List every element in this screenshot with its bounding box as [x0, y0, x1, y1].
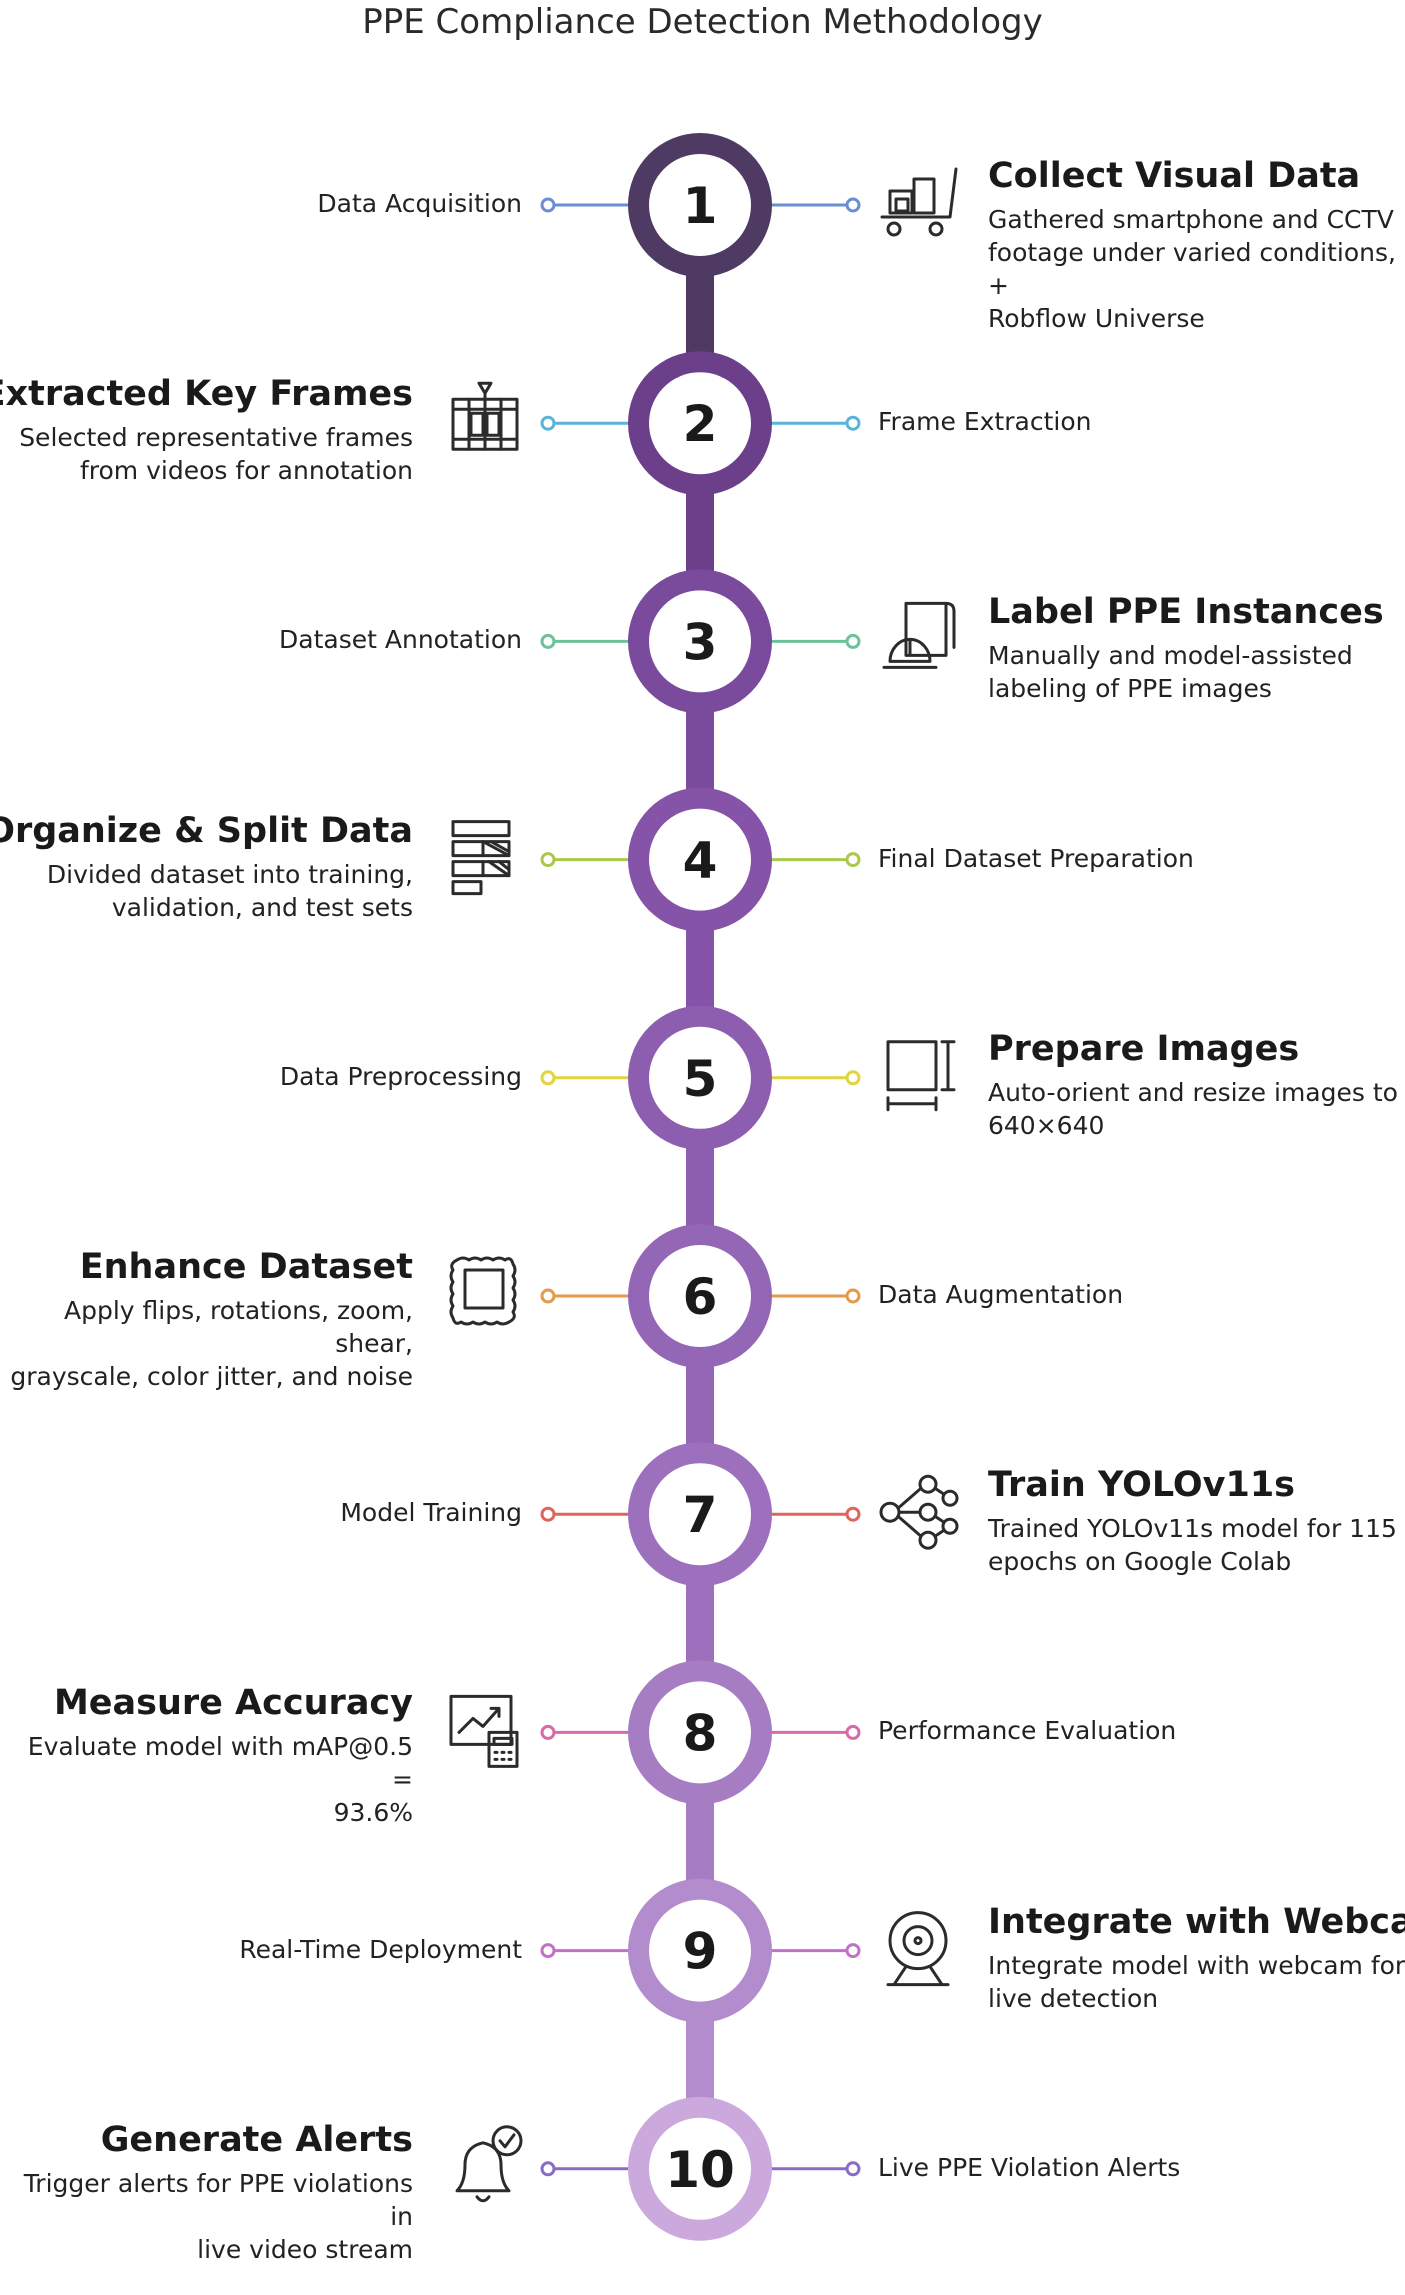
connector-dot-left [540, 197, 556, 213]
step-ring-inner [649, 1245, 751, 1347]
step-label: Performance Evaluation [878, 1716, 1177, 1746]
step-ring-inner [649, 372, 751, 475]
step-number: 9 [683, 1923, 718, 1981]
connector-dot-left [540, 1506, 556, 1522]
step-label: Data Preprocessing [279, 1061, 522, 1091]
hardhat-icon [882, 601, 956, 669]
step-ring-inner [649, 154, 751, 256]
connector-dot-left [540, 2161, 556, 2177]
connector-dot-right [845, 633, 861, 649]
network-icon [879, 1474, 959, 1550]
step-ring-inner [649, 590, 751, 693]
step-heading: Train YOLOv11s [988, 1465, 1296, 1506]
connector-dot-right [845, 1724, 861, 1740]
step-label: Data Acquisition [317, 189, 522, 218]
connector-dot-right [845, 1506, 861, 1522]
step-label: Frame Extraction [878, 407, 1092, 437]
step-ring-inner [649, 1899, 751, 2002]
step-number: 10 [665, 2141, 735, 2199]
step-description: Trained YOLOv11s model for 115 epochs on… [988, 1514, 1397, 1577]
connector-dot-right [845, 415, 861, 431]
step-number: 6 [683, 1268, 718, 1326]
connector-dot-left [540, 1070, 556, 1086]
step-description: Auto-orient and resize images to 640×640 [988, 1077, 1398, 1140]
diagram-title: PPE Compliance Detection Methodology [362, 2, 1043, 42]
connector-dot-left [540, 415, 556, 431]
resize-icon [886, 1040, 956, 1112]
step-label: Dataset Annotation [279, 625, 522, 655]
split-data-icon [451, 820, 511, 896]
film-frames-icon [451, 381, 519, 451]
step-description: Divided dataset into training, validatio… [46, 859, 413, 922]
step-heading: Enhance Dataset [79, 1247, 413, 1287]
step-description: Manually and model-assisted labeling of … [988, 641, 1353, 704]
connector-dot-left [540, 1943, 556, 1959]
bell-check-icon [455, 2125, 523, 2203]
step-ring-inner [649, 1463, 751, 1566]
step-description: Gathered smartphone and CCTV footage und… [988, 205, 1396, 333]
step-ring-inner [649, 808, 751, 911]
step-description: Apply flips, rotations, zoom, shear, gra… [10, 1296, 413, 1391]
step-ring-inner [649, 1681, 751, 1784]
step-description: Trigger alerts for PPE violations in liv… [23, 2168, 413, 2264]
connector-dot-right [845, 197, 861, 213]
step-label: Real-Time Deployment [239, 1934, 522, 1964]
step-description: Integrate model with webcam for live det… [988, 1950, 1405, 2013]
step-label: Data Augmentation [878, 1280, 1124, 1309]
connector-dot-left [540, 633, 556, 649]
connector-dot-right [845, 1288, 861, 1304]
step-number: 3 [683, 613, 718, 671]
step-description: Evaluate model with mAP@0.5 = 93.6% [27, 1732, 413, 1828]
step-heading: Organize & Split Data [0, 810, 413, 851]
step-label: Model Training [340, 1498, 522, 1528]
connector-dot-right [845, 852, 861, 868]
chart-calculator-icon [449, 1694, 519, 1768]
step-label: Final Dataset Preparation [878, 843, 1194, 873]
step-heading: Label PPE Instances [988, 592, 1384, 633]
step-ring-inner [649, 1026, 751, 1129]
step-heading: Measure Accuracy [53, 1683, 413, 1724]
step-heading: Collect Visual Data [988, 156, 1361, 196]
step-number: 5 [683, 1050, 718, 1108]
step-ring-inner [649, 2117, 751, 2220]
step-heading: Prepare Images [988, 1028, 1300, 1069]
step-label: Live PPE Violation Alerts [878, 2152, 1181, 2182]
augment-icon [449, 1256, 517, 1326]
connector-dot-right [845, 1943, 861, 1959]
connector-dot-left [540, 852, 556, 868]
connector-dot-left [540, 1724, 556, 1740]
step-heading: Integrate with Webcam [988, 1901, 1405, 1942]
step-number: 7 [683, 1486, 718, 1544]
cart-icon [880, 167, 958, 237]
step-number: 1 [683, 177, 718, 235]
step-number: 2 [683, 395, 718, 453]
step-heading: Extracted Key Frames [0, 374, 413, 415]
step-number: 8 [683, 1704, 718, 1762]
webcam-icon [886, 1911, 950, 1987]
step-description: Selected representative frames from vide… [19, 423, 413, 486]
connector-dot-right [845, 2161, 861, 2177]
connector-dot-right [845, 1070, 861, 1086]
connector-dot-left [540, 1288, 556, 1304]
step-heading: Generate Alerts [100, 2119, 413, 2160]
step-number: 4 [683, 832, 718, 890]
